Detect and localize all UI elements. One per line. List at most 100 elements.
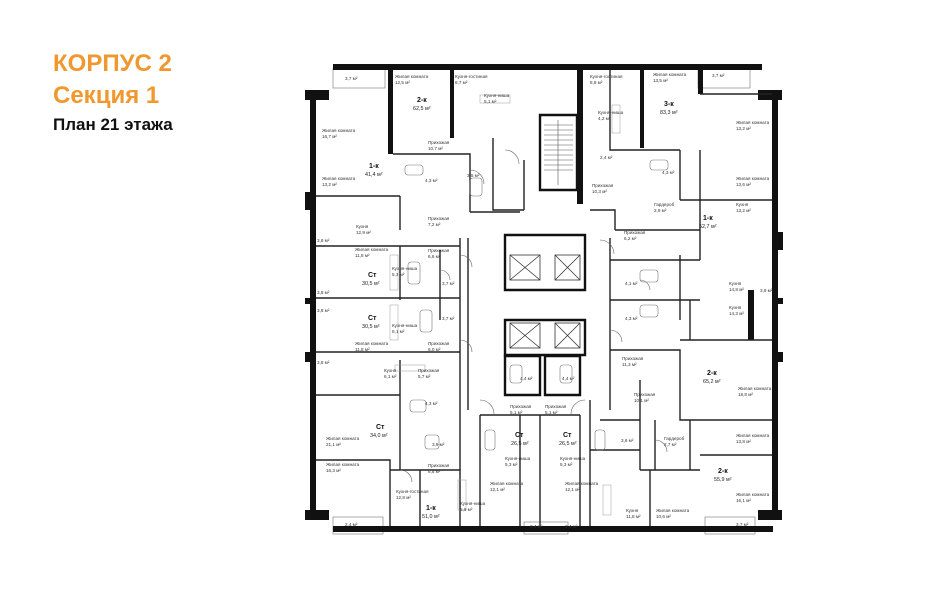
- svg-text:Жилая комната: Жилая комната: [653, 72, 687, 77]
- svg-text:3,7 м²: 3,7 м²: [442, 281, 455, 286]
- svg-text:Прихожая: Прихожая: [622, 356, 644, 361]
- floor-plan-title: План 21 этажа: [53, 115, 173, 134]
- svg-text:5,3 м²: 5,3 м²: [505, 462, 518, 467]
- svg-text:Кухня-ниша: Кухня-ниша: [460, 501, 486, 506]
- svg-text:13,6 м²: 13,6 м²: [736, 182, 751, 187]
- svg-text:Кухня-ниша: Кухня-ниша: [598, 110, 624, 115]
- svg-text:13,8 м²: 13,8 м²: [736, 439, 751, 444]
- apt-area: 83,3 м²: [660, 110, 678, 116]
- svg-text:12,1 м²: 12,1 м²: [565, 487, 580, 492]
- svg-text:4,3 м²: 4,3 м²: [662, 170, 675, 175]
- svg-text:Жилая комната: Жилая комната: [326, 462, 360, 467]
- svg-text:21,1 м²: 21,1 м²: [326, 442, 341, 447]
- svg-text:3,7 м²: 3,7 м²: [736, 522, 749, 527]
- svg-text:Гардероб: Гардероб: [654, 202, 675, 207]
- apt-type: 1-к: [426, 505, 436, 512]
- svg-text:Прихожая: Прихожая: [634, 392, 656, 397]
- svg-text:Кухня-гостиная: Кухня-гостиная: [590, 74, 623, 79]
- svg-text:3,7 м²: 3,7 м²: [442, 316, 455, 321]
- apt-area: 30,5 м²: [362, 324, 380, 330]
- apt-area: 34,0 м²: [370, 433, 388, 439]
- svg-text:4,2 м²: 4,2 м²: [598, 116, 611, 121]
- section-title: Секция 1: [53, 82, 160, 109]
- building-title: КОРПУС 2: [53, 50, 172, 77]
- svg-text:Прихожая: Прихожая: [428, 463, 450, 468]
- svg-text:3,7 м²: 3,7 м²: [712, 73, 725, 78]
- svg-text:Прихожая: Прихожая: [428, 140, 450, 145]
- svg-text:3,5 м²: 3,5 м²: [467, 173, 480, 178]
- svg-text:Прихожая: Прихожая: [545, 404, 567, 409]
- apt-type: 1-к: [369, 163, 379, 170]
- apt-type: Ст: [376, 424, 385, 431]
- door-swings: [399, 149, 668, 483]
- svg-text:3,8 м²: 3,8 м²: [317, 308, 330, 313]
- svg-text:Кухня: Кухня: [626, 508, 639, 513]
- svg-text:Прихожая: Прихожая: [624, 230, 646, 235]
- svg-text:2,4 м²: 2,4 м²: [345, 522, 358, 527]
- svg-text:2,4 м²: 2,4 м²: [530, 524, 543, 529]
- svg-text:7,2 м²: 7,2 м²: [428, 222, 441, 227]
- svg-text:Жилая комната: Жилая комната: [395, 74, 429, 79]
- apt-type: Ст: [515, 432, 524, 439]
- svg-text:11,8 м²: 11,8 м²: [355, 253, 370, 258]
- svg-text:Кухня: Кухня: [729, 305, 742, 310]
- svg-text:12,9 м²: 12,9 м²: [356, 230, 371, 235]
- svg-text:Кухня-ниша: Кухня-ниша: [484, 93, 510, 98]
- apt-type: 2-к: [707, 370, 717, 377]
- apt-area: 62,5 м²: [413, 106, 431, 112]
- svg-text:8,8 м²: 8,8 м²: [590, 80, 603, 85]
- svg-text:3,8 м²: 3,8 м²: [317, 360, 330, 365]
- svg-text:13,2 м²: 13,2 м²: [322, 182, 337, 187]
- svg-text:6,0 м²: 6,0 м²: [428, 347, 441, 352]
- svg-text:12,5 м²: 12,5 м²: [395, 80, 410, 85]
- elevator-shafts: [509, 254, 581, 349]
- svg-text:Кухня-ниша: Кухня-ниша: [560, 456, 586, 461]
- svg-text:Прихожая: Прихожая: [428, 216, 450, 221]
- svg-text:5,3 м²: 5,3 м²: [560, 462, 573, 467]
- svg-text:Жилая комната: Жилая комната: [322, 128, 356, 133]
- svg-text:16,7 м²: 16,7 м²: [322, 134, 337, 139]
- apt-type: 1-к: [703, 215, 713, 222]
- svg-text:11,8 м²: 11,8 м²: [626, 514, 641, 519]
- small-area-labels: 3,7 м² 3,7 м² 4,3 м² 3,5 м² 2,4 м² 4,3 м…: [317, 73, 773, 529]
- svg-text:13,2 м²: 13,2 м²: [736, 208, 751, 213]
- svg-text:4,4 м²: 4,4 м²: [520, 376, 533, 381]
- svg-text:Жилая комната: Жилая комната: [490, 481, 524, 486]
- svg-text:Жилая комната: Жилая комната: [565, 481, 599, 486]
- svg-text:13,5 м²: 13,5 м²: [653, 78, 668, 83]
- svg-text:18,8 м²: 18,8 м²: [738, 392, 753, 397]
- svg-text:Кухня-ниша: Кухня-ниша: [505, 456, 531, 461]
- svg-text:2,4 м²: 2,4 м²: [565, 524, 578, 529]
- svg-text:Кухня-гостиная: Кухня-гостиная: [396, 489, 429, 494]
- svg-text:5,9 м²: 5,9 м²: [460, 507, 473, 512]
- svg-text:3,7 м²: 3,7 м²: [345, 76, 358, 81]
- svg-text:12,8 м²: 12,8 м²: [396, 495, 411, 500]
- svg-text:6,2 м²: 6,2 м²: [624, 236, 637, 241]
- svg-text:10,3 м²: 10,3 м²: [592, 189, 607, 194]
- svg-text:Прихожая: Прихожая: [428, 248, 450, 253]
- apt-type: 2-к: [417, 97, 427, 104]
- apt-area: 26,5 м²: [511, 441, 529, 447]
- apt-type: 2-к: [718, 468, 728, 475]
- svg-text:5,1 м²: 5,1 м²: [484, 99, 497, 104]
- svg-text:12,1 м²: 12,1 м²: [490, 487, 505, 492]
- svg-text:Кухня: Кухня: [736, 202, 749, 207]
- interior-walls: [316, 70, 772, 526]
- svg-text:5,7 м²: 5,7 м²: [418, 374, 431, 379]
- svg-text:4,3 м²: 4,3 м²: [425, 178, 438, 183]
- svg-text:3,8 м²: 3,8 м²: [317, 290, 330, 295]
- apt-type: 3-к: [664, 101, 674, 108]
- kitchen-counters: [389, 94, 621, 516]
- svg-text:13,2 м²: 13,2 м²: [736, 126, 751, 131]
- core-walls: [503, 113, 587, 397]
- svg-text:Прихожая: Прихожая: [592, 183, 614, 188]
- svg-text:6,8 м²: 6,8 м²: [428, 469, 441, 474]
- bathroom-fixtures: [404, 159, 669, 451]
- svg-text:4,1 м²: 4,1 м²: [625, 281, 638, 286]
- apt-area: 26,5 м²: [559, 441, 577, 447]
- svg-text:Жилая комната: Жилая комната: [736, 176, 770, 181]
- apt-area: 30,5 м²: [362, 281, 380, 287]
- svg-text:4,3 м²: 4,3 м²: [425, 401, 438, 406]
